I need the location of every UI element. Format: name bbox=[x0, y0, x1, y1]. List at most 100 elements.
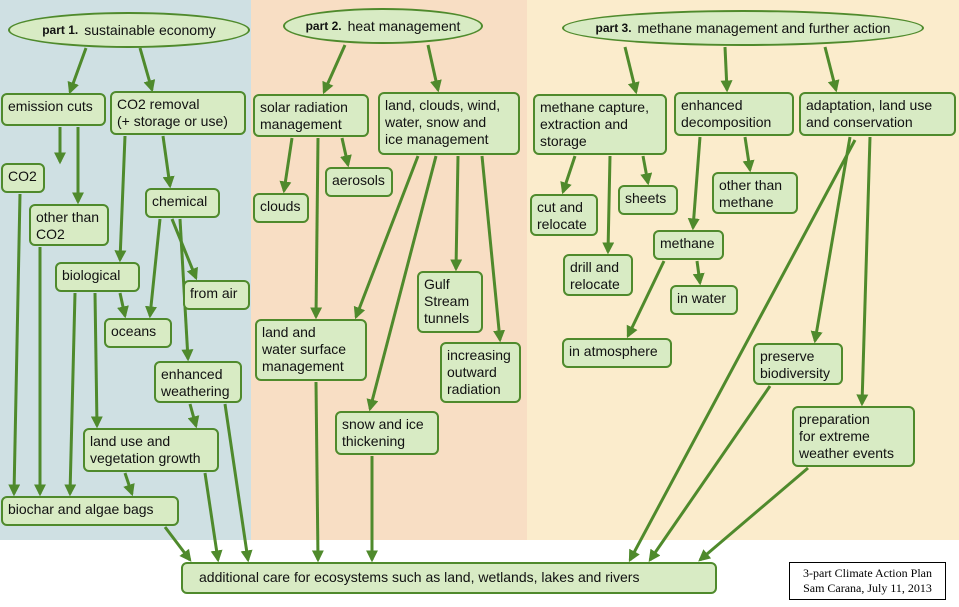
node-gulf-stream: Gulf Stream tunnels bbox=[417, 271, 483, 333]
node-in-atmosphere-label: in atmosphere bbox=[569, 343, 658, 359]
node-preparation-extreme-weather-label-1: preparation bbox=[799, 411, 870, 427]
node-cut-relocate: cut and relocate bbox=[530, 194, 598, 236]
part2-header: part 2. heat management bbox=[283, 8, 483, 44]
node-snow-ice-thickening-label-2: thickening bbox=[342, 433, 406, 449]
node-biochar-algae-label: biochar and algae bags bbox=[8, 501, 154, 517]
node-methane: methane bbox=[653, 230, 724, 260]
node-methane-capture-label-2: extraction and bbox=[540, 116, 628, 132]
node-enhanced-weathering-label-1: enhanced bbox=[161, 366, 223, 382]
node-drill-relocate-label-1: drill and bbox=[570, 259, 620, 275]
node-chemical: chemical bbox=[145, 188, 220, 218]
part2-panel bbox=[251, 0, 527, 540]
node-increasing-radiation: increasing outward radiation bbox=[440, 342, 521, 403]
node-enhanced-weathering: enhanced weathering bbox=[154, 361, 242, 403]
node-other-than-methane-label-1: other than bbox=[719, 177, 783, 193]
part3-number: part 3. bbox=[595, 20, 632, 35]
node-gulf-stream-label-1: Gulf bbox=[424, 276, 450, 292]
node-co2-removal: CO2 removal (+ storage or use) bbox=[110, 91, 246, 135]
node-clouds-label: clouds bbox=[260, 198, 301, 214]
node-sheets-label: sheets bbox=[625, 190, 667, 206]
node-methane-label: methane bbox=[660, 235, 715, 251]
node-in-water-label: in water bbox=[677, 290, 727, 306]
node-preparation-extreme-weather-label-2: for extreme bbox=[799, 428, 870, 444]
node-in-water: in water bbox=[670, 285, 738, 315]
node-chemical-label: chemical bbox=[152, 193, 208, 209]
node-gulf-stream-label-3: tunnels bbox=[424, 310, 470, 326]
node-preserve-biodiversity: preserve biodiversity bbox=[753, 343, 843, 385]
node-other-than-co2-label-1: other than bbox=[36, 209, 100, 225]
node-other-than-co2: other than CO2 bbox=[29, 204, 109, 246]
node-biochar-algae: biochar and algae bags bbox=[1, 496, 179, 526]
node-oceans: oceans bbox=[104, 318, 172, 348]
node-preserve-biodiversity-label-1: preserve bbox=[760, 348, 815, 364]
node-adaptation-land-use-label-1: adaptation, land use bbox=[806, 97, 933, 113]
node-aerosols-label: aerosols bbox=[332, 172, 385, 188]
node-enhanced-decomposition-label-2: decomposition bbox=[681, 114, 772, 130]
credit-line-2: Sam Carana, July 11, 2013 bbox=[803, 581, 932, 595]
node-preserve-biodiversity-label-2: biodiversity bbox=[760, 365, 831, 381]
node-land-water-surface-label-2: water surface bbox=[262, 341, 347, 357]
node-co2-label: CO2 bbox=[8, 168, 37, 184]
part1-number: part 1. bbox=[42, 22, 79, 37]
node-solar-radiation: solar radiation management bbox=[253, 94, 369, 137]
node-enhanced-decomposition-label-1: enhanced bbox=[681, 97, 743, 113]
part3-title: methane management and further action bbox=[637, 19, 891, 36]
node-increasing-radiation-label-3: radiation bbox=[447, 381, 501, 397]
node-other-than-co2-label-2: CO2 bbox=[36, 226, 65, 242]
node-solar-radiation-label-1: solar radiation bbox=[260, 99, 348, 115]
node-methane-capture-label-1: methane capture, bbox=[540, 99, 649, 115]
node-clouds: clouds bbox=[253, 193, 309, 223]
node-additional-care: additional care for ecosystems such as l… bbox=[181, 562, 717, 594]
node-land-clouds-wind-label-2: water, snow and bbox=[385, 114, 487, 130]
node-from-air: from air bbox=[183, 280, 250, 310]
node-co2-removal-label-2: (+ storage or use) bbox=[117, 113, 228, 129]
part2-title: heat management bbox=[347, 17, 461, 34]
node-additional-care-label: additional care for ecosystems such as l… bbox=[199, 569, 640, 585]
credit-line-1: 3-part Climate Action Plan bbox=[803, 566, 932, 580]
node-increasing-radiation-label-2: outward bbox=[447, 364, 497, 380]
node-preparation-extreme-weather: preparation for extreme weather events bbox=[792, 406, 915, 467]
node-land-clouds-wind-label-1: land, clouds, wind, bbox=[385, 97, 501, 113]
part2-number: part 2. bbox=[305, 18, 342, 33]
node-land-water-surface-label-1: land and bbox=[262, 324, 316, 340]
node-enhanced-weathering-label-2: weathering bbox=[161, 383, 230, 399]
node-from-air-label: from air bbox=[190, 285, 238, 301]
node-land-clouds-wind: land, clouds, wind, water, snow and ice … bbox=[378, 92, 520, 155]
node-cut-relocate-label-1: cut and bbox=[537, 199, 583, 215]
node-adaptation-land-use: adaptation, land use and conservation bbox=[799, 92, 956, 136]
node-land-water-surface-label-3: management bbox=[262, 358, 344, 374]
node-cut-relocate-label-2: relocate bbox=[537, 216, 587, 232]
node-preparation-extreme-weather-label-3: weather events bbox=[799, 445, 894, 461]
node-oceans-label: oceans bbox=[111, 323, 157, 339]
node-solar-radiation-label-2: management bbox=[260, 116, 342, 132]
node-snow-ice-thickening-label-1: snow and ice bbox=[342, 416, 424, 432]
node-enhanced-decomposition: enhanced decomposition bbox=[674, 92, 794, 136]
node-snow-ice-thickening: snow and ice thickening bbox=[335, 411, 439, 455]
node-biological-label: biological bbox=[62, 267, 121, 283]
node-land-use-vegetation-label-1: land use and bbox=[90, 433, 171, 449]
node-land-use-vegetation-label-2: vegetation growth bbox=[90, 450, 201, 466]
node-increasing-radiation-label-1: increasing bbox=[447, 347, 511, 363]
node-aerosols: aerosols bbox=[325, 167, 393, 197]
credit-box: 3-part Climate Action Plan Sam Carana, J… bbox=[789, 562, 946, 600]
node-other-than-methane: other than methane bbox=[712, 172, 798, 214]
node-sheets: sheets bbox=[618, 185, 678, 215]
node-in-atmosphere: in atmosphere bbox=[562, 338, 672, 368]
node-gulf-stream-label-2: Stream bbox=[424, 293, 470, 309]
node-drill-relocate: drill and relocate bbox=[563, 254, 633, 296]
node-co2-removal-label-1: CO2 removal bbox=[117, 96, 200, 112]
node-land-clouds-wind-label-3: ice management bbox=[385, 131, 489, 147]
node-land-water-surface: land and water surface management bbox=[255, 319, 367, 381]
node-co2: CO2 bbox=[1, 163, 45, 193]
part3-header: part 3. methane management and further a… bbox=[562, 10, 924, 46]
node-biological: biological bbox=[55, 262, 140, 292]
part1-title: sustainable economy bbox=[84, 21, 216, 38]
node-other-than-methane-label-2: methane bbox=[719, 194, 774, 210]
node-emission-cuts-label: emission cuts bbox=[8, 98, 93, 114]
node-drill-relocate-label-2: relocate bbox=[570, 276, 620, 292]
node-methane-capture-label-3: storage bbox=[540, 133, 587, 149]
node-adaptation-land-use-label-2: and conservation bbox=[806, 114, 913, 130]
part1-header: part 1. sustainable economy bbox=[8, 12, 250, 48]
node-methane-capture: methane capture, extraction and storage bbox=[533, 94, 667, 155]
node-emission-cuts: emission cuts bbox=[1, 93, 106, 126]
